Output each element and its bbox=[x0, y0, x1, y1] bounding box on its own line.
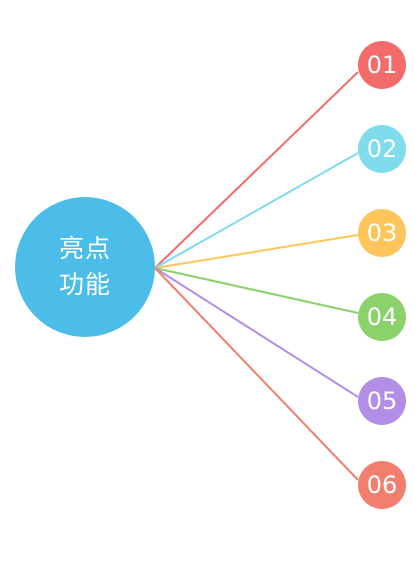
node-02: 02 bbox=[358, 125, 406, 173]
connector-line-01 bbox=[154, 71, 359, 269]
node-04: 04 bbox=[358, 293, 406, 341]
connector-line-03 bbox=[154, 234, 359, 269]
node-01: 01 bbox=[358, 41, 406, 89]
node-06-label: 06 bbox=[366, 471, 398, 499]
node-06: 06 bbox=[358, 461, 406, 509]
node-05: 05 bbox=[358, 377, 406, 425]
node-02-label: 02 bbox=[366, 135, 398, 163]
node-03-label: 03 bbox=[366, 219, 398, 247]
hub-title-line-2: 功能 bbox=[58, 270, 111, 299]
node-01-label: 01 bbox=[366, 51, 398, 79]
connector-line-02 bbox=[154, 152, 359, 269]
node-05-label: 05 bbox=[366, 387, 398, 415]
connector-line-05 bbox=[154, 267, 359, 398]
node-03: 03 bbox=[358, 209, 406, 257]
hub-circle: 亮点 功能 bbox=[15, 197, 155, 337]
connector-line-06 bbox=[154, 267, 359, 481]
connector-line-04 bbox=[154, 267, 359, 314]
node-04-label: 04 bbox=[366, 303, 398, 331]
hub-title-line-1: 亮点 bbox=[58, 234, 111, 263]
